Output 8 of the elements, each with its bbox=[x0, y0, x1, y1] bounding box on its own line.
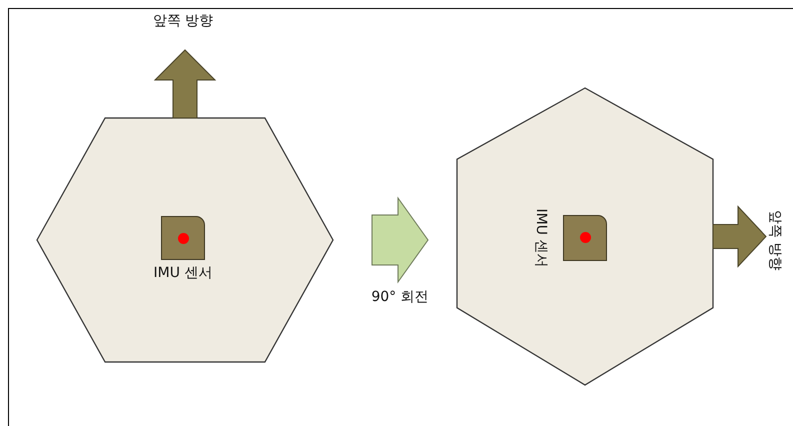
direction-label: 앞쪽 방향 bbox=[766, 210, 784, 270]
block-arrow bbox=[154, 49, 216, 118]
direction-label: 앞쪽 방향 bbox=[128, 12, 238, 34]
sensor-label: IMU 센서 bbox=[532, 207, 550, 269]
edge-label: 90° 회전 bbox=[370, 288, 430, 306]
sensor-label: IMU 센서 bbox=[152, 264, 214, 282]
block-arrow bbox=[712, 205, 767, 268]
block-arrow bbox=[372, 196, 429, 284]
